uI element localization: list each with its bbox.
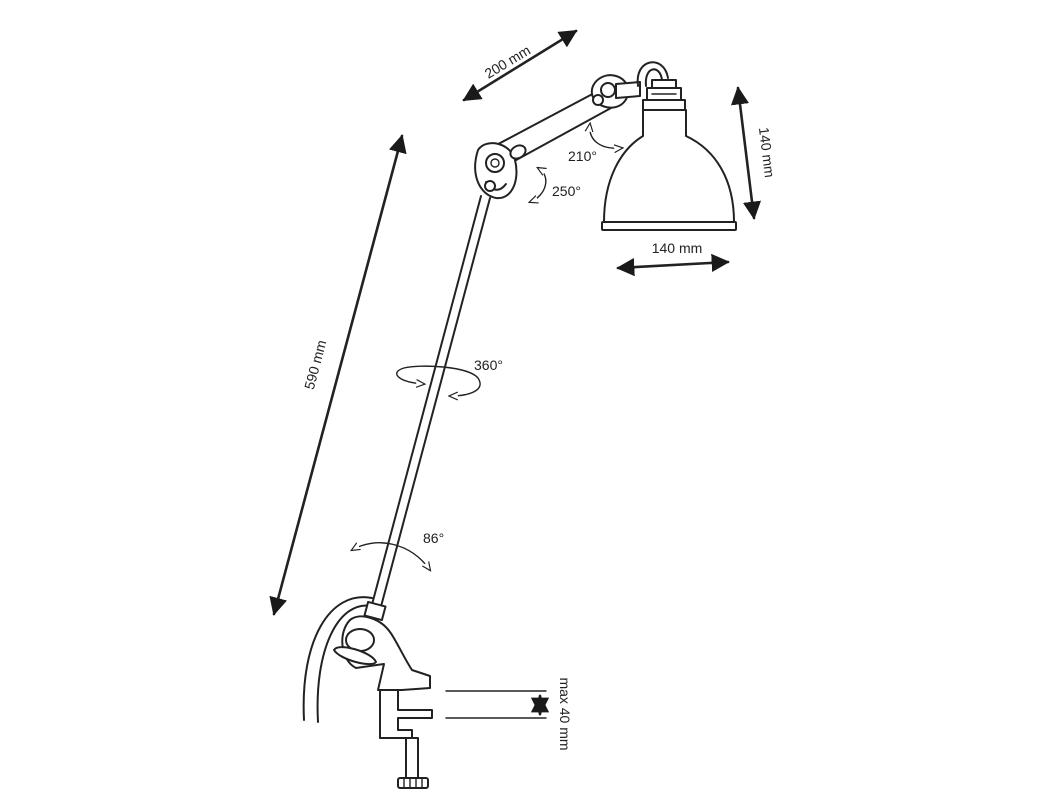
dimension-clamp-max: max 40 mm: [445, 677, 573, 751]
stem: [369, 195, 491, 615]
lamp-shade: [601, 61, 737, 231]
dimension-arm-length: 200 mm: [462, 29, 578, 102]
dimension-shade-height: 140 mm: [730, 86, 778, 220]
rotation-base: 86°: [352, 530, 444, 570]
shade-joint: [590, 74, 641, 109]
rotation-shade: 210°: [568, 124, 622, 164]
upper-arm: [486, 89, 612, 171]
dim-label-clamp-max: max 40 mm: [557, 677, 573, 750]
dim-label-stem-length: 590 mm: [301, 338, 330, 391]
elbow-joint: [474, 142, 527, 200]
rotation-stem: 360°: [396, 357, 503, 396]
dimension-shade-diameter: 140 mm: [616, 240, 730, 277]
angle-label-shade: 210°: [568, 148, 597, 164]
clamp-base: [333, 600, 433, 789]
angle-label-base: 86°: [423, 530, 444, 546]
rotation-elbow: 250°: [530, 168, 581, 202]
angle-label-elbow: 250°: [552, 183, 581, 199]
lamp-drawing: [302, 61, 737, 789]
dim-label-shade-height: 140 mm: [756, 126, 778, 178]
dim-label-shade-diameter: 140 mm: [652, 240, 703, 256]
angle-label-stem: 360°: [474, 357, 503, 373]
